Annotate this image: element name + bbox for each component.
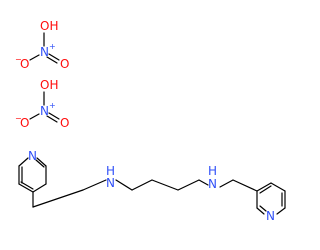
atom-o-double: O <box>60 57 69 71</box>
ring-bond <box>18 157 29 167</box>
atom-o-minus-charge: − <box>15 114 22 123</box>
atom-n-charge: + <box>49 101 56 110</box>
ring-bond <box>18 183 34 193</box>
atom-o-minus-charge: − <box>15 55 22 64</box>
bond-n-o-double-a <box>48 53 60 61</box>
ring-bond <box>20 181 34 190</box>
atom-nh-left-h: H <box>106 164 115 178</box>
bond-c-ring <box>232 179 258 192</box>
ring-bond <box>259 205 267 212</box>
ring-bond <box>259 185 272 194</box>
atom-pyridine-n: N <box>266 209 275 223</box>
bond-n-o-double-a <box>48 112 60 120</box>
bond-c-nh-left <box>82 179 107 191</box>
pyridine-ring-left: N <box>18 149 47 193</box>
bond-nh-right-c <box>219 179 234 188</box>
bond-c-c-2 <box>151 179 179 191</box>
nitric-acid-2: OH N + O − O <box>15 78 69 130</box>
diamine: N H N H N N <box>18 149 286 223</box>
atom-nh-right-n: N <box>208 177 217 191</box>
nitric-acid-1: OH N + O − O <box>15 19 69 71</box>
ring-bond <box>276 207 286 215</box>
bond-c-nh-right <box>198 179 209 186</box>
ring-bond <box>256 207 265 215</box>
ring-bond <box>270 182 286 192</box>
atom-o-minus: O <box>20 116 29 130</box>
ring-bond <box>256 182 272 192</box>
atom-pyridine-n: N <box>28 149 37 163</box>
atom-nh-right-h: H <box>208 164 217 178</box>
atom-o-minus: O <box>20 57 29 71</box>
ring-bond <box>36 157 47 167</box>
bond-ch2-c <box>32 189 84 208</box>
atom-n-charge: + <box>49 42 56 51</box>
atom-n: N <box>40 104 49 118</box>
bond-n-o-minus <box>29 113 40 120</box>
atom-oh: OH <box>40 78 58 92</box>
bond-c-c-1 <box>131 179 153 191</box>
ring-bond <box>35 159 45 168</box>
bond-n-o-minus <box>29 54 40 61</box>
bond-c-c-3 <box>177 179 200 191</box>
atom-oh: OH <box>40 19 58 33</box>
bond-n-o-double-b <box>46 115 58 123</box>
atom-n: N <box>40 45 49 59</box>
bond-n-o-double-b <box>46 56 58 64</box>
bond-nh-left-c <box>115 179 133 191</box>
atom-o-double: O <box>60 116 69 130</box>
ring-bond <box>32 183 47 193</box>
pyridine-ring-right: N <box>256 182 286 223</box>
atom-nh-left-n: N <box>106 176 115 190</box>
